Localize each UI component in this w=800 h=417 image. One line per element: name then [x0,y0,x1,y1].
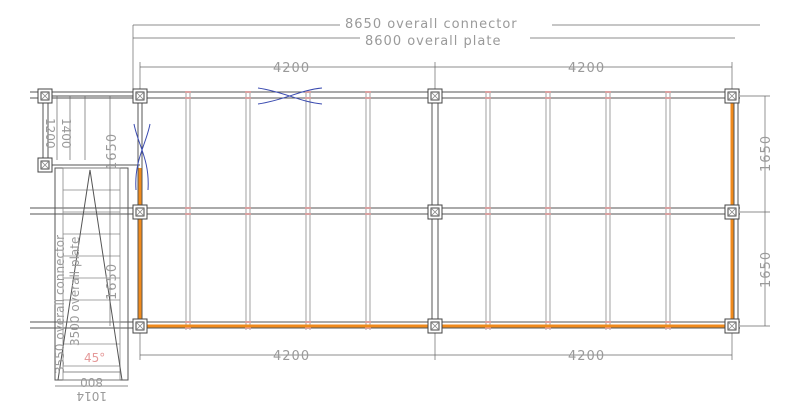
cross-brace [133,123,151,191]
post-cross [40,160,50,170]
post-cross [135,91,145,101]
joist-hanger [245,321,251,323]
dim-landing-1400: 1400 [59,118,73,149]
dim-right-upper: 1650 [759,135,774,172]
joist-hanger [605,321,611,323]
joist-hanger [245,213,251,215]
joist-hanger [305,91,311,93]
joist-hanger [545,97,551,99]
joist-hanger [365,207,371,209]
joist-hanger [485,97,491,99]
joist-hanger [605,91,611,93]
joist-hanger [245,91,251,93]
post-cross [727,321,737,331]
dim-stair-overall-plate: 3500 overall plate [68,237,82,346]
post-cross [727,91,737,101]
joist-hanger [545,321,551,323]
joist-hanger [605,327,611,329]
joist-hanger [365,327,371,329]
joist-hanger [605,207,611,209]
joist-hanger [305,213,311,215]
joist-hanger [545,207,551,209]
joist-hanger [365,213,371,215]
dim-landing-1200: 1200 [43,118,57,149]
joist-hanger [605,97,611,99]
deck-frame [30,87,740,330]
joist-hanger [365,97,371,99]
dim-right-lower: 1650 [759,251,774,288]
joist-hanger [185,321,191,323]
joist-hanger [665,321,671,323]
joist-hanger [545,91,551,93]
joist-hanger [365,321,371,323]
stair-angle-label: 45° [84,351,105,365]
joist-hanger [305,97,311,99]
joist-hanger [485,91,491,93]
joist-hanger [485,327,491,329]
dim-stair-width-inner: 800 [80,375,103,389]
dim-top-right-span: 4200 [568,61,605,76]
joist-hanger [545,327,551,329]
joist-hanger [665,207,671,209]
post-cross [430,207,440,217]
post-cross [40,91,50,101]
dim-left-lower: 1650 [105,263,120,300]
dim-left-upper: 1650 [105,133,120,170]
dim-stair-width-outer: 1014 [76,389,107,403]
dimension-lines [55,24,770,387]
joist-hanger [485,207,491,209]
joist-hanger [665,327,671,329]
post-cross [430,321,440,331]
dim-stair-overall-connector: 3550 overall connector [53,235,67,374]
joist-hanger [485,321,491,323]
stair-frame [54,167,129,381]
joist-hanger [245,327,251,329]
dim-bottom-right-span: 4200 [568,349,605,364]
joist-hanger [305,321,311,323]
joist-hanger [605,213,611,215]
joist-hanger [305,207,311,209]
joist-hanger [545,213,551,215]
joist-hanger [305,327,311,329]
joist-hanger [365,91,371,93]
stair-inner [62,167,121,381]
post-cross [135,207,145,217]
joist-hanger [185,213,191,215]
post-cross [727,207,737,217]
dim-overall-plate: 8600 overall plate [365,34,501,49]
cross-brace [257,87,323,105]
joist-hanger [665,213,671,215]
dim-bottom-left-span: 4200 [273,349,310,364]
joist-hanger [185,97,191,99]
joist-hanger [185,91,191,93]
joist-hanger [485,213,491,215]
joist-hanger [245,97,251,99]
posts [37,88,740,334]
joist-hanger [665,91,671,93]
post-cross [430,91,440,101]
dim-overall-connector: 8650 overall connector [345,17,518,32]
joist-hanger [665,97,671,99]
stair-direction [57,169,123,381]
joist-hanger [185,327,191,329]
post-cross [135,321,145,331]
joist-hanger [185,207,191,209]
joist-hanger [245,207,251,209]
dim-top-left-span: 4200 [273,61,310,76]
